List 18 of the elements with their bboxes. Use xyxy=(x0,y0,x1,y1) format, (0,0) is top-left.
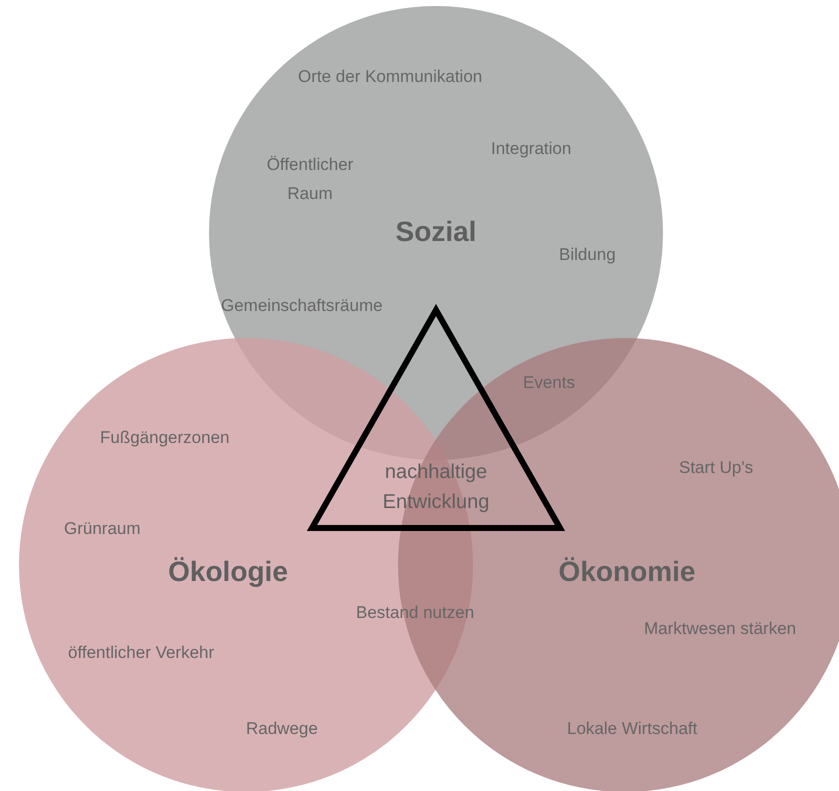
topic-label: Integration xyxy=(491,138,572,160)
topic-label: Gemeinschaftsräume xyxy=(221,295,383,317)
topic-label: Start Up's xyxy=(679,457,754,479)
topic-label: Events xyxy=(523,372,575,394)
circle-heading: Ökonomie xyxy=(558,555,696,589)
circle-heading: Sozial xyxy=(396,215,476,249)
topic-label: Orte der Kommunikation xyxy=(298,66,482,88)
topic-label: Bestand nutzen xyxy=(356,602,474,624)
topic-label: Lokale Wirtschaft xyxy=(567,718,698,740)
triangle-text: nachhaltige Entwicklung xyxy=(382,460,490,515)
circle-heading: Ökologie xyxy=(168,555,288,589)
topic-label: Fußgängerzonen xyxy=(100,427,230,449)
topic-label: Öffentlicher Raum xyxy=(266,154,354,205)
topic-label: Radwege xyxy=(246,718,318,740)
topic-label: Grünraum xyxy=(64,518,141,540)
topic-label: Bildung xyxy=(559,244,616,266)
topic-label: öffentlicher Verkehr xyxy=(68,642,214,664)
topic-label: Marktwesen stärken xyxy=(644,618,796,640)
